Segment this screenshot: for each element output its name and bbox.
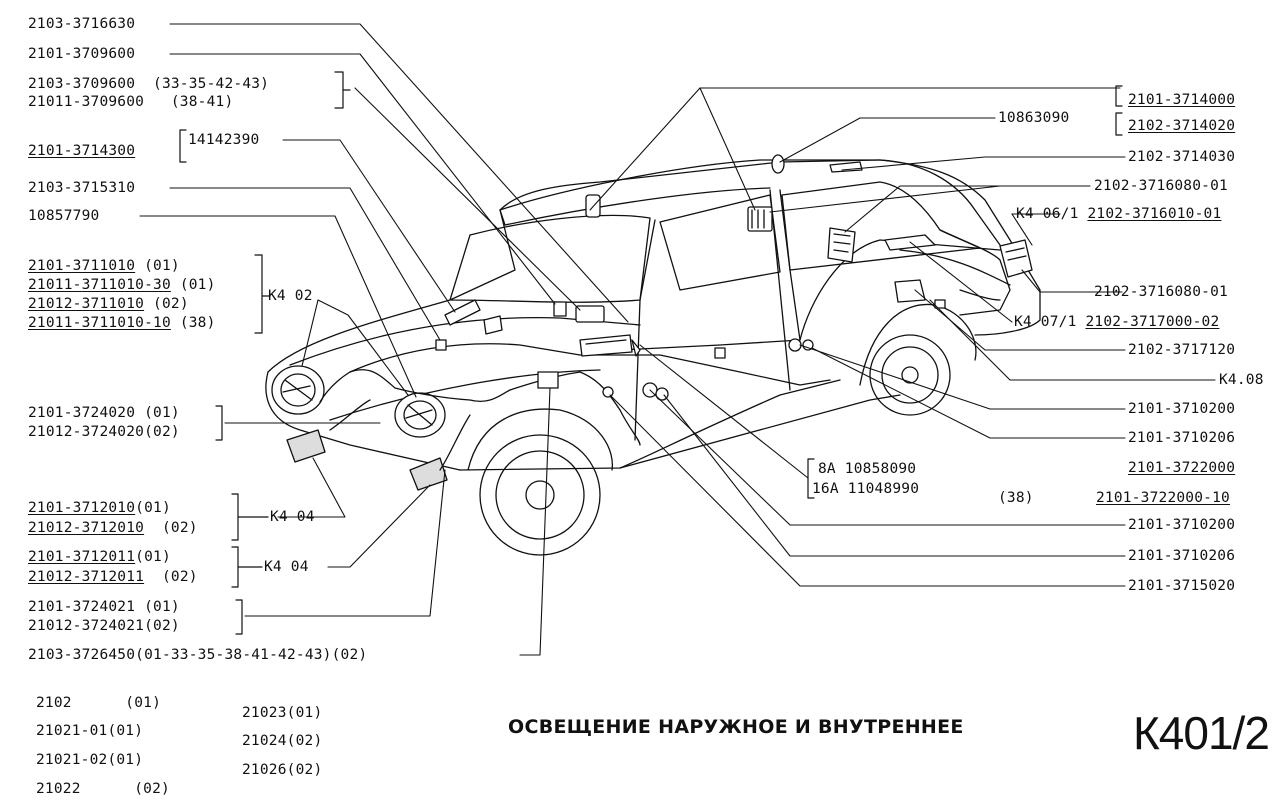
part-label: 2101-3712011(01) bbox=[28, 549, 171, 566]
part-label: 2101-3710206 bbox=[1128, 548, 1236, 564]
part-label: 21011-3709600 (38-41) bbox=[28, 94, 234, 110]
part-label: 2101-3714000 bbox=[1128, 92, 1236, 108]
part-label: 2101-3710200 bbox=[1128, 517, 1236, 533]
part-label: 21012-3712010 (02) bbox=[28, 520, 198, 537]
model-code: (01) bbox=[135, 258, 180, 274]
model-item: 21023(01) bbox=[242, 705, 323, 721]
model-code: (01) bbox=[135, 549, 171, 565]
model-code: (01) bbox=[135, 500, 171, 516]
part-label: 2101-3711010 (01) bbox=[28, 258, 180, 275]
part-label: 2103-3716630 bbox=[28, 16, 136, 32]
part-label: 21012-3711010 (02) bbox=[28, 296, 189, 313]
part-label: 2101-3710200 bbox=[1128, 401, 1236, 417]
model-code: (38) bbox=[998, 490, 1034, 506]
model-item: 2102 (01) bbox=[36, 695, 162, 711]
model-code: (01) bbox=[170, 277, 216, 293]
part-label: 2103-3709600 (33-35-42-43) bbox=[28, 76, 270, 92]
turn-light-left bbox=[286, 429, 326, 463]
part-label: 2102-3714020 bbox=[1128, 118, 1236, 134]
part-label: 2101-3710206 bbox=[1128, 430, 1236, 446]
fuse-label: 16A 11048990 bbox=[812, 481, 920, 497]
part-label: 2102-3714030 bbox=[1128, 149, 1236, 165]
model-item: 21026(02) bbox=[242, 762, 323, 778]
model-item: 21022 (02) bbox=[36, 781, 170, 797]
part-number: 21012-3712011 bbox=[28, 569, 145, 585]
part-label: 10857790 bbox=[28, 208, 100, 224]
headlight-right bbox=[394, 392, 446, 438]
part-label: 2101-3709600 bbox=[28, 46, 136, 62]
car-body-outline bbox=[265, 159, 1041, 556]
part-label: 2101-3714300 bbox=[28, 143, 136, 159]
brackets bbox=[179, 71, 1123, 635]
part-label: 2102-3716080-01 bbox=[1094, 178, 1228, 194]
part-number: 2101-3712011 bbox=[28, 549, 136, 565]
ref-label: K4.08 bbox=[1219, 372, 1264, 388]
part-number: 21012-3711010 bbox=[28, 296, 145, 312]
part-label: 2101-3712010(01) bbox=[28, 500, 171, 517]
ref-code: K4 06/1 bbox=[1016, 206, 1079, 222]
part-label: 2101-3724020 (01) bbox=[28, 405, 180, 421]
model-item: 21024(02) bbox=[242, 733, 323, 749]
part-number: 2102-3717000-02 bbox=[1085, 314, 1220, 330]
part-label: 2102-3716080-01 bbox=[1094, 284, 1228, 300]
leader-lines bbox=[139, 23, 1216, 656]
part-label: 10863090 bbox=[998, 110, 1070, 126]
model-code: (02) bbox=[144, 296, 189, 312]
part-number: 21011-3711010-10 bbox=[28, 315, 171, 331]
components bbox=[435, 154, 1033, 401]
part-label: 2102-3717120 bbox=[1128, 342, 1236, 358]
model-code: (02) bbox=[144, 569, 198, 585]
ref-label: K4 04 bbox=[264, 559, 309, 575]
part-label: 2101-3724021 (01) bbox=[28, 599, 180, 615]
turn-light-right bbox=[409, 457, 448, 491]
part-label: 2101-3722000-10 bbox=[1096, 490, 1230, 506]
model-code: (02) bbox=[144, 520, 198, 536]
part-number: 21012-3712010 bbox=[28, 520, 145, 536]
part-number: 2102-3716010-01 bbox=[1087, 206, 1222, 222]
page-title: ОСВЕЩЕНИЕ НАРУЖНОЕ И ВНУТРЕННЕЕ bbox=[508, 716, 964, 738]
part-label: K4 07/1 2102-3717000-02 bbox=[1014, 314, 1219, 331]
fuse-label: 8A 10858090 bbox=[818, 461, 917, 477]
model-item: 21021-02(01) bbox=[36, 752, 144, 768]
part-label: 21012-3724021(02) bbox=[28, 618, 180, 634]
ref-label: K4 04 bbox=[270, 509, 315, 525]
part-label: 21011-3711010-10 (38) bbox=[28, 315, 216, 332]
ref-code: K4 07/1 bbox=[1014, 314, 1077, 330]
part-label: 2103-3726450(01-33-35-38-41-42-43)(02) bbox=[28, 647, 368, 663]
part-label: 2103-3715310 bbox=[28, 180, 136, 196]
part-number: 2101-3712010 bbox=[28, 500, 136, 516]
ref-label: K4 02 bbox=[268, 288, 313, 304]
part-label: 2101-3722000 bbox=[1128, 460, 1236, 476]
part-label: 21012-3724020(02) bbox=[28, 424, 180, 440]
part-label: 14142390 bbox=[188, 132, 260, 148]
part-label: 21011-3711010-30 (01) bbox=[28, 277, 216, 294]
wiring-harness bbox=[319, 189, 1011, 471]
part-number: 2101-3711010 bbox=[28, 258, 136, 274]
model-item: 21021-01(01) bbox=[36, 723, 144, 739]
part-label: K4 06/1 2102-3716010-01 bbox=[1016, 206, 1221, 223]
model-code: (38) bbox=[170, 315, 216, 331]
part-label: 21012-3712011 (02) bbox=[28, 569, 198, 586]
sheet-code: К401/2 bbox=[1133, 707, 1270, 759]
headlight-left bbox=[271, 365, 325, 415]
part-label: 2101-3715020 bbox=[1128, 578, 1236, 594]
part-number: 21011-3711010-30 bbox=[28, 277, 171, 293]
